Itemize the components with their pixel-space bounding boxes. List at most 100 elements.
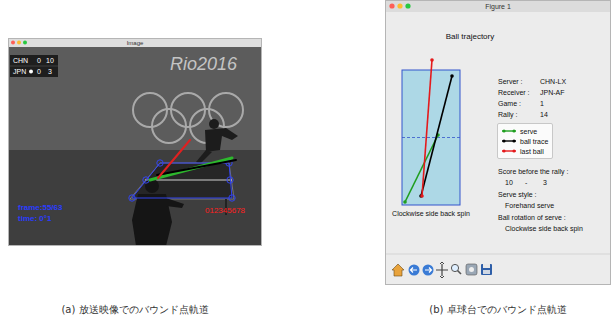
olympic-rings-part xyxy=(152,109,186,143)
scoreboard-part xyxy=(29,70,33,74)
plot-title: Ball trajectory xyxy=(446,32,494,41)
toolbar-icons-part xyxy=(469,267,474,272)
legend-dot xyxy=(502,139,505,142)
video-window-part xyxy=(8,38,262,47)
game-score: 0 xyxy=(37,57,41,65)
toolbar-icons-part xyxy=(411,268,418,273)
bounce-trajectory-video xyxy=(150,140,236,180)
detected-table-outline-part xyxy=(129,195,135,201)
near-player-part xyxy=(145,179,159,193)
legend-dot xyxy=(502,129,505,132)
table-tennis-table-part xyxy=(145,179,232,180)
team-code: JPN xyxy=(13,68,26,76)
info-value: JPN-AF xyxy=(540,89,565,97)
video-window-part xyxy=(23,41,27,45)
subfigure-caption: (b) 卓球台でのバウンド点軌道 xyxy=(429,304,566,316)
toolbar-icons-part xyxy=(409,265,420,276)
window-title: Figure 1 xyxy=(386,1,610,12)
video-window-part xyxy=(8,150,262,246)
point-score: 10 xyxy=(46,57,54,65)
detected-table-outline-part xyxy=(143,177,149,183)
detected-table-outline xyxy=(129,160,235,201)
legend-dot xyxy=(502,149,505,152)
scoreboard-part xyxy=(10,55,58,77)
legend-dot xyxy=(512,139,515,142)
info-value: 1 xyxy=(540,100,544,108)
detected-table-outline-part xyxy=(227,177,233,183)
bounce-trajectory-video-part xyxy=(158,140,190,178)
far-player-part xyxy=(205,128,238,152)
video-window-part xyxy=(17,41,21,45)
spin-caption: Clockwise side back spin xyxy=(392,210,470,218)
plot-window-part xyxy=(385,0,611,12)
plot-legend: serve ball trace last ball xyxy=(497,123,553,159)
legend-line-sample xyxy=(501,127,517,135)
info-value: Forehand serve xyxy=(505,202,554,210)
toolbar-icons-part xyxy=(458,271,462,275)
toolbar-icons-part xyxy=(481,264,492,275)
table-plan-part xyxy=(402,137,460,138)
bounce-trajectory-video-part xyxy=(157,160,236,175)
team-code: CHN xyxy=(13,57,28,65)
score-separator: - xyxy=(525,179,527,187)
toolbar-icons-part xyxy=(440,262,444,278)
info-value: Clockwise side back spin xyxy=(505,225,583,233)
legend-line-sample xyxy=(501,137,517,145)
info-value: CHN-LX xyxy=(540,78,566,86)
bounce-trajectory-table-part xyxy=(403,200,407,204)
plot-window-part xyxy=(385,0,611,285)
digit-overlay: 012345678 xyxy=(205,206,245,215)
table-plan xyxy=(402,70,460,205)
far-player-part xyxy=(209,119,219,129)
plot-window-part xyxy=(385,254,611,255)
legend-entry: last ball xyxy=(501,146,548,156)
info-key: Server : xyxy=(498,78,523,86)
toolbar-icons-part xyxy=(425,268,432,273)
bounce-trajectory-table-part xyxy=(419,194,423,198)
scoreboard xyxy=(10,55,58,77)
legend-text: ball trace xyxy=(520,138,548,145)
detected-table-outline-part xyxy=(132,163,232,198)
plot-window-part xyxy=(397,3,402,8)
plot-window xyxy=(385,0,611,285)
frame-counter: frame:55/63 xyxy=(18,203,62,212)
subfigure-caption: (a) 放送映像でのバウンド点軌道 xyxy=(61,304,208,316)
legend-dot xyxy=(512,129,515,132)
info-key: Score before the rally : xyxy=(498,168,568,176)
bounce-trajectory-table-part xyxy=(422,60,432,196)
bounce-trajectory-table-part xyxy=(430,58,434,62)
game-score: 0 xyxy=(37,68,41,76)
bounce-trajectory-table xyxy=(403,58,454,204)
legend-line xyxy=(502,130,516,131)
broadcast-logo: Rio2016 xyxy=(170,54,237,75)
info-key: Rally : xyxy=(498,111,517,119)
legend-entry: serve xyxy=(501,126,548,136)
toolbar-icons-part xyxy=(392,264,404,276)
near-player-part xyxy=(166,198,184,208)
bounce-trajectory-table-part xyxy=(420,194,424,198)
toolbar-icons-part xyxy=(423,265,434,276)
toolbar-icons-part xyxy=(436,264,448,276)
detected-table-outline-part xyxy=(157,160,163,166)
info-key: Serve style : xyxy=(498,191,537,199)
video-window-part xyxy=(11,41,15,45)
table-tennis-table-part xyxy=(130,163,234,199)
legend-line xyxy=(502,150,516,151)
plot-window-part xyxy=(389,3,394,8)
legend-line xyxy=(502,140,516,141)
score-value: 10 xyxy=(505,179,513,187)
legend-entry: ball trace xyxy=(501,136,548,146)
video-window xyxy=(8,38,262,246)
legend-text: serve xyxy=(520,128,537,135)
info-key: Ball rotation of serve : xyxy=(498,214,566,222)
info-key: Receiver : xyxy=(498,89,530,97)
detected-table-outline-part xyxy=(229,195,235,201)
time-counter: time: 0°1 xyxy=(18,214,51,223)
toolbar-icons-part xyxy=(483,264,490,268)
legend-text: last ball xyxy=(520,148,544,155)
plot-window-part xyxy=(405,3,410,8)
legend-line-sample xyxy=(501,147,517,155)
point-score: 3 xyxy=(48,68,52,76)
